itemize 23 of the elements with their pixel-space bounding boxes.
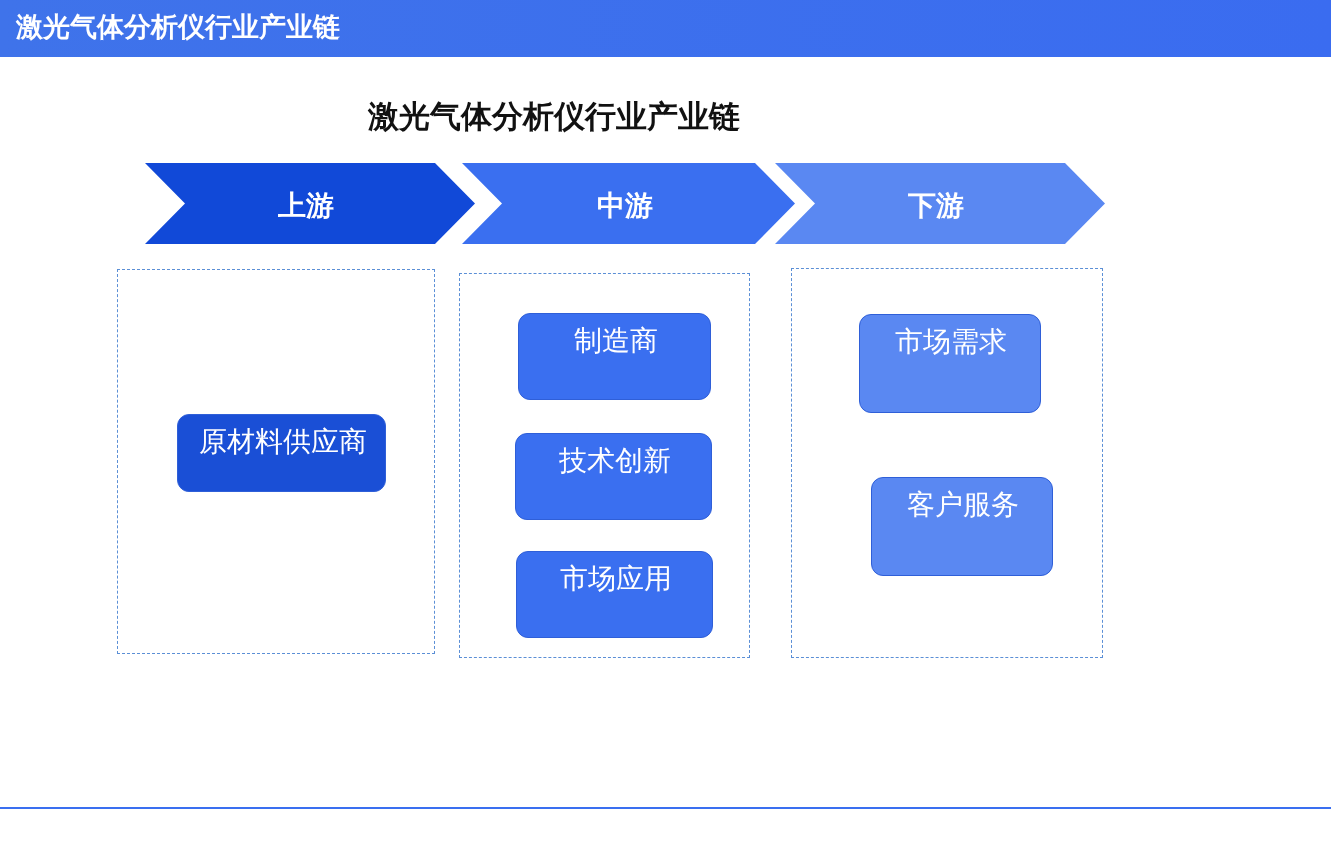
process-box	[859, 314, 1041, 413]
box-label: 制造商	[573, 324, 658, 358]
box-label: 客户服务	[907, 488, 1019, 522]
box-label: 原材料供应商	[198, 425, 367, 459]
chevron-banner	[775, 163, 1105, 244]
chevron-banner	[145, 163, 475, 244]
process-box	[871, 477, 1053, 576]
stage-label: 下游	[908, 188, 964, 223]
box-label: 市场应用	[559, 562, 672, 596]
box-label: 市场需求	[895, 325, 1007, 359]
process-box	[518, 313, 711, 400]
dashed-group-box	[459, 273, 750, 658]
chevron-banner	[462, 163, 795, 244]
stage-label: 中游	[596, 188, 653, 223]
box-label: 技术创新	[558, 444, 671, 478]
process-box	[515, 433, 712, 520]
dashed-group-box	[117, 269, 435, 654]
diagram-heading: 激光气体分析仪行业产业链	[368, 98, 740, 136]
process-box	[516, 551, 713, 638]
stage-label: 上游	[278, 188, 334, 223]
header-title: 激光气体分析仪行业产业链	[16, 11, 340, 44]
dashed-group-box	[791, 268, 1103, 658]
process-box	[177, 414, 386, 492]
